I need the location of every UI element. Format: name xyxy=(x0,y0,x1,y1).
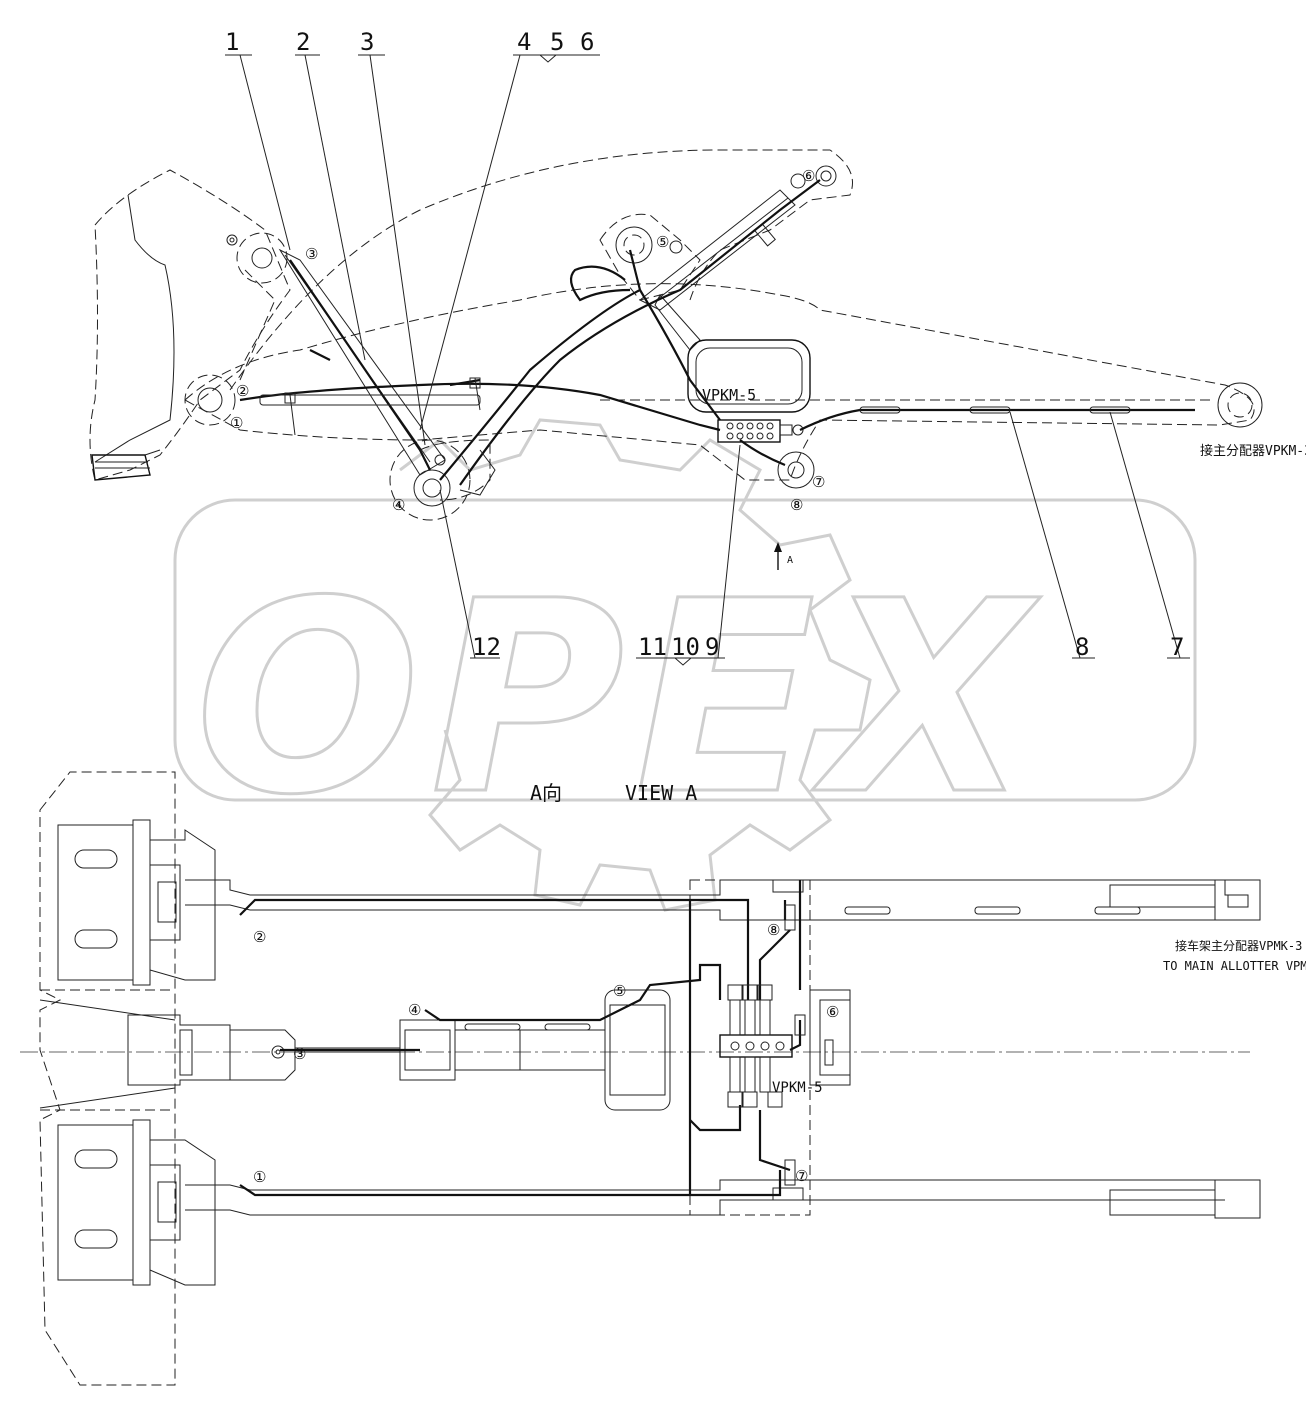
grease-hoses-side xyxy=(239,179,1195,486)
watermark-text: OPEX xyxy=(195,545,1041,853)
svg-text:A: A xyxy=(787,555,793,566)
callout-10: 10 xyxy=(671,633,700,661)
view-title-cn: A向 xyxy=(530,781,562,805)
point-7-side: ⑦ xyxy=(812,473,825,491)
point-3-side: ③ xyxy=(305,245,318,263)
point-8-plan: ⑧ xyxy=(767,921,780,939)
point-2-side: ② xyxy=(236,382,249,400)
vpkm5-label-plan: VPKM-5 xyxy=(772,1080,823,1096)
callout-4: 4 xyxy=(517,28,531,56)
point-5-plan: ⑤ xyxy=(613,982,626,1000)
point-8-side: ⑧ xyxy=(790,496,803,514)
callout-6: 6 xyxy=(580,28,594,56)
view-title-en: VIEW A xyxy=(625,781,697,805)
callout-9: 9 xyxy=(705,633,719,661)
point-3-plan: ③ xyxy=(293,1045,306,1063)
point-4-plan: ④ xyxy=(408,1001,421,1019)
callout-3: 3 xyxy=(360,28,374,56)
point-2-plan: ② xyxy=(253,928,266,946)
vpkm5-label-side: VPKM-5 xyxy=(702,386,756,404)
point-4-side: ④ xyxy=(392,496,405,514)
bucket-outline xyxy=(89,169,291,481)
grease-hoses-plan xyxy=(239,880,802,1197)
connect-label-side: 接主分配器VPKM-3 xyxy=(1200,443,1306,459)
plan-view: VPKM-5 ② ③ ④ ⑤ ⑥ ⑦ ⑧ ① 接车架主分配器VPMK-3 TO … xyxy=(20,771,1306,1386)
callout-12: 12 xyxy=(472,633,501,661)
callout-11: 11 xyxy=(638,633,667,661)
view-arrow-a: A xyxy=(774,542,793,570)
distributor-block-side xyxy=(717,419,804,443)
point-6-side: ⑥ xyxy=(802,167,815,185)
point-6-plan: ⑥ xyxy=(826,1003,839,1021)
distributor-block-plan xyxy=(719,904,806,1186)
callout-5: 5 xyxy=(550,28,564,56)
callout-2: 2 xyxy=(296,28,310,56)
connect-label-plan-en: TO MAIN ALLOTTER VPMK-3 xyxy=(1163,959,1306,973)
point-5-side: ⑤ xyxy=(656,233,669,251)
watermark-logo: OPEX xyxy=(173,418,1197,912)
callout-1: 1 xyxy=(225,28,239,56)
point-7-plan: ⑦ xyxy=(795,1167,808,1185)
boom-outline xyxy=(184,283,1255,481)
callout-leaders: 1 2 3 4 5 6 7 8 9 10 11 12 xyxy=(225,28,1190,666)
side-view: VPKM-5 xyxy=(89,149,1306,570)
point-1-side: ① xyxy=(230,414,243,432)
callout-7: 7 xyxy=(1170,633,1184,661)
connect-label-plan-cn: 接车架主分配器VPMK-3 xyxy=(1175,938,1302,953)
point-1-plan: ① xyxy=(253,1168,266,1186)
callout-8: 8 xyxy=(1075,633,1089,661)
view-title: A向 VIEW A xyxy=(530,781,697,805)
